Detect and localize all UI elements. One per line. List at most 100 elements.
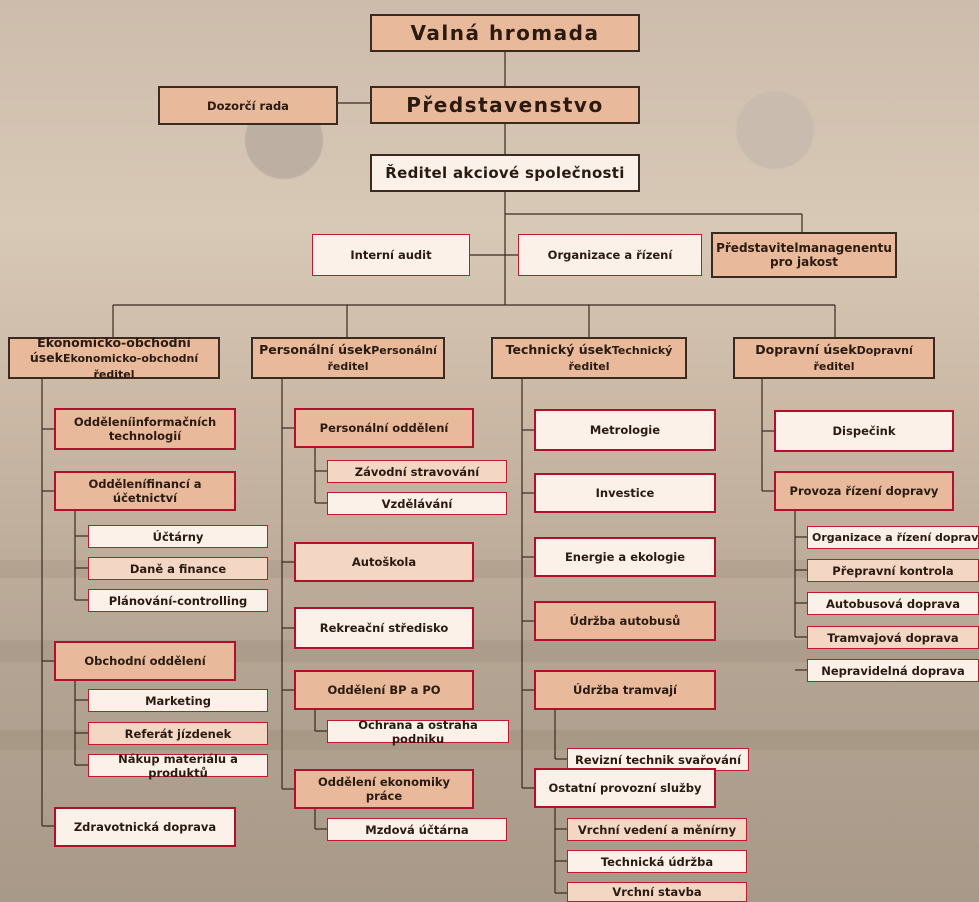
traffic-management-box: Organizace a řízení dopravy	[807, 526, 979, 549]
tram-maintenance-box: Údržba tramvají	[534, 670, 716, 710]
quality-rep-line2: managenentu pro jakost	[770, 241, 892, 269]
internal-audit-label: Interní audit	[350, 248, 432, 262]
accounting-box: Účtárny	[88, 525, 268, 548]
trade-department-label: Obchodní oddělení	[84, 654, 206, 668]
metrology-box: Metrologie	[534, 409, 716, 451]
it-department-line2: informačních technologií	[108, 415, 217, 443]
ticket-inspection-label: Přepravní kontrola	[832, 563, 954, 578]
bus-transport-box: Autobusová doprava	[807, 592, 979, 615]
transport-division-title: Dopravní úsek	[755, 342, 857, 357]
education-label: Vzdělávání	[381, 496, 453, 511]
ticket-inspection-box: Přepravní kontrola	[807, 559, 979, 582]
safety-department-label: Oddělení BP a PO	[327, 683, 441, 697]
irregular-transport-box: Nepravidelná doprava	[807, 659, 979, 682]
accounting-label: Účtárny	[152, 529, 204, 544]
director-box: Ředitel akciové společnosti	[370, 154, 640, 192]
tickets-box: Referát jízdenek	[88, 722, 268, 745]
internal-audit-box: Interní audit	[312, 234, 470, 276]
driving-school-label: Autoškola	[351, 555, 417, 569]
other-services-box: Ostatní provozní služby	[534, 768, 716, 808]
tram-transport-box: Tramvajová doprava	[807, 626, 979, 649]
overhead-lines-box: Vrchní vedení a měnírny	[567, 818, 747, 841]
recreation-label: Rekreační středisko	[319, 621, 449, 635]
recreation-box: Rekreační středisko	[294, 607, 474, 649]
marketing-label: Marketing	[145, 693, 211, 708]
technical-maintenance-label: Technická údržba	[600, 854, 714, 869]
bus-transport-label: Autobusová doprava	[826, 596, 960, 611]
track-box: Vrchní stavba	[567, 882, 747, 902]
technical-division-box: Technický úsekTechnický ředitel	[491, 337, 687, 379]
tram-transport-label: Tramvajová doprava	[827, 630, 959, 645]
finance-department-line2: financí a účetnictví	[112, 477, 202, 505]
it-department-box: Odděleníinformačních technologií	[54, 408, 236, 450]
personnel-director-label: Personální ředitel	[327, 344, 437, 373]
track-label: Vrchní stavba	[612, 885, 702, 899]
economic-division-title: Ekonomicko-obchodní úsek	[29, 334, 191, 365]
board-label: Představenstvo	[406, 93, 604, 117]
energy-label: Energie a ekologie	[564, 550, 686, 564]
operations-box: Provoza řízení dopravy	[774, 471, 954, 511]
overhead-lines-label: Vrchní vedení a měnírny	[577, 822, 737, 837]
dispatch-box: Dispečink	[774, 410, 954, 452]
supervisory-board-label: Dozorčí rada	[207, 98, 289, 113]
security-label: Ochrana a ostraha podniku	[358, 717, 478, 746]
supervisory-board-box: Dozorčí rada	[158, 86, 338, 125]
general-meeting-label: Valná hromada	[410, 21, 600, 45]
medical-transport-label: Zdravotnická doprava	[73, 820, 217, 834]
personnel-division-box: Personální úsekPersonální ředitel	[251, 337, 445, 379]
transport-director-label: Dopravní ředitel	[813, 344, 913, 373]
organization-label: Organizace a řízení	[547, 248, 673, 262]
driving-school-box: Autoškola	[294, 542, 474, 582]
canteen-box: Závodní stravování	[327, 460, 507, 483]
medical-transport-box: Zdravotnická doprava	[54, 807, 236, 847]
taxes-label: Daně a finance	[129, 561, 227, 576]
taxes-box: Daně a finance	[88, 557, 268, 580]
director-label: Ředitel akciové společnosti	[385, 164, 625, 182]
finance-department-box: Oddělenífinancí a účetnictví	[54, 471, 236, 511]
payroll-box: Mzdová účtárna	[327, 818, 507, 841]
canteen-label: Závodní stravování	[354, 464, 480, 479]
personnel-division-title: Personální úsek	[259, 342, 372, 357]
purchasing-label: Nákup materiálu a produktů	[118, 751, 238, 780]
technical-division-title: Technický úsek	[505, 342, 612, 357]
quality-rep-line1: Představitel	[716, 241, 799, 255]
operations-line1: Provoz	[789, 484, 834, 498]
investment-label: Investice	[595, 486, 655, 500]
welding-box: Revizní technik svařování	[567, 748, 749, 771]
planning-label: Plánování-controlling	[108, 593, 248, 608]
personnel-department-box: Personální oddělení	[294, 408, 474, 448]
energy-box: Energie a ekologie	[534, 537, 716, 577]
purchasing-box: Nákup materiálu a produktů	[88, 751, 268, 780]
quality-rep-box: Představitelmanagenentu pro jakost	[711, 232, 897, 278]
economic-director-label: Ekonomicko-obchodní ředitel	[62, 351, 199, 381]
marketing-box: Marketing	[88, 689, 268, 712]
investment-box: Investice	[534, 473, 716, 513]
labour-economics-box: Oddělení ekonomiky práce	[294, 769, 474, 809]
transport-division-box: Dopravní úsekDopravní ředitel	[733, 337, 935, 379]
trade-department-box: Obchodní oddělení	[54, 641, 236, 681]
irregular-transport-label: Nepravidelná doprava	[821, 663, 965, 678]
tickets-label: Referát jízdenek	[124, 726, 232, 741]
finance-department-line1: Oddělení	[88, 477, 147, 491]
welding-label: Revizní technik svařování	[574, 752, 742, 767]
technical-maintenance-box: Technická údržba	[567, 850, 747, 873]
safety-department-box: Oddělení BP a PO	[294, 670, 474, 710]
rail-band	[0, 640, 979, 662]
dispatch-label: Dispečink	[832, 424, 896, 438]
it-department-line1: Oddělení	[73, 415, 132, 429]
personnel-department-label: Personální oddělení	[319, 421, 449, 435]
organization-box: Organizace a řízení	[518, 234, 702, 276]
bus-maintenance-label: Údržba autobusů	[569, 614, 681, 628]
tram-maintenance-label: Údržba tramvají	[573, 683, 677, 697]
bus-maintenance-box: Údržba autobusů	[534, 601, 716, 641]
security-box: Ochrana a ostraha podniku	[327, 717, 509, 746]
other-services-label: Ostatní provozní služby	[548, 781, 702, 795]
traffic-management-label: Organizace a řízení dopravy	[812, 530, 979, 544]
payroll-label: Mzdová účtárna	[365, 822, 469, 837]
economic-division-box: Ekonomicko-obchodní úsekEkonomicko-obcho…	[8, 334, 220, 381]
operations-line2: a řízení dopravy	[833, 484, 939, 498]
metrology-label: Metrologie	[589, 423, 661, 437]
labour-economics-label: Oddělení ekonomiky práce	[317, 775, 451, 803]
education-box: Vzdělávání	[327, 492, 507, 515]
